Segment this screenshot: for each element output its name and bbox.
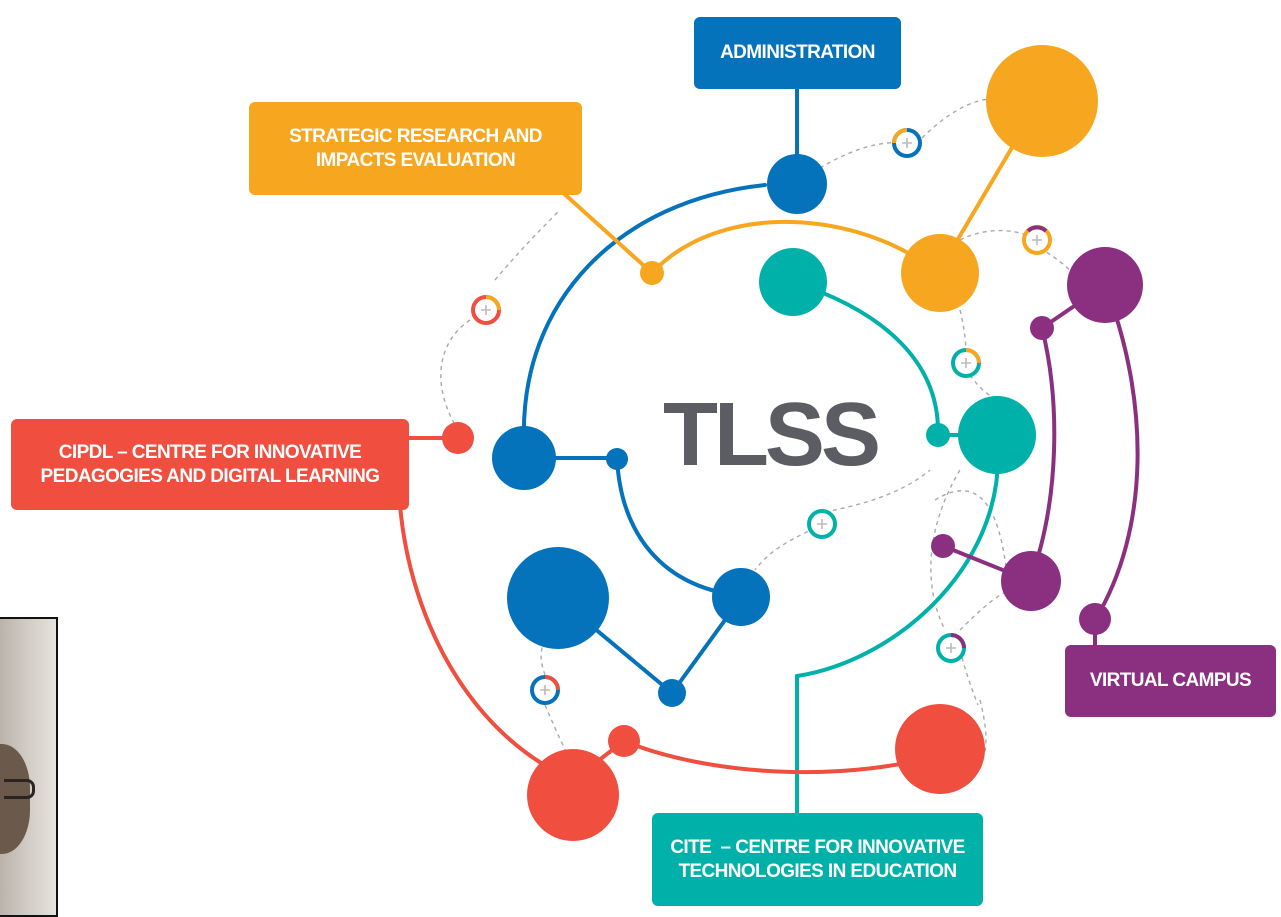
dashed-link [494,209,561,281]
solid-connectors [398,86,1140,817]
dashed-link [969,374,996,401]
dashed-link [754,527,816,571]
plus-connector-icon [936,633,966,663]
red-node [442,422,474,454]
red-link [622,739,942,775]
red-node [527,749,619,841]
label-administration-text: ADMINISTRATION [720,42,875,63]
dashed-link [930,469,961,631]
dashed-link [544,704,576,771]
dashed-link [959,591,1011,631]
blue-node [507,547,609,649]
label-virtual-campus: VIRTUAL CAMPUS [1065,645,1276,717]
blue-node [658,679,686,707]
plus-connector-icon [951,348,981,378]
label-cite: CITE – CENTRE FOR INNOVATIVE TECHNOLOGIE… [652,813,983,906]
red-node [608,725,640,757]
label-strategic-research: STRATEGIC RESEARCH AND IMPACTS EVALUATIO… [249,102,582,195]
blue-node [492,426,556,490]
plus-connector-icons [471,128,1052,705]
plus-connector-icon [892,128,922,158]
label-cipdl: CIPDL – CENTRE FOR INNOVATIVE PEDAGOGIES… [11,419,409,510]
orange-node [640,261,664,285]
webcam-photo-thumbnail [0,617,58,917]
purple-node [931,534,955,558]
blue-link [521,183,767,442]
purple-link [1093,283,1140,622]
label-virtual-campus-text: VIRTUAL CAMPUS [1089,670,1252,691]
teal-node [926,423,950,447]
purple-node [1067,247,1143,323]
dashed-link [934,490,1011,601]
dashed-link [959,649,979,706]
label-strategic-line-2: IMPACTS EVALUATION [315,149,516,171]
plus-connector-icon [807,509,837,539]
purple-link [1028,326,1057,583]
blue-node [606,448,628,470]
label-cite-line-1: CITE – CENTRE FOR INNOVATIVE [670,836,965,858]
label-administration: ADMINISTRATION [694,17,901,89]
network-nodes [442,45,1143,841]
blue-node [767,154,827,214]
dashed-link [824,469,931,513]
dashed-link [969,699,987,781]
orange-link [558,188,654,275]
teal-link [795,435,1001,678]
dashed-link [440,319,471,426]
red-link [398,503,575,782]
label-strategic-line-1: STRATEGIC RESEARCH AND [289,125,542,147]
purple-node [1030,316,1054,340]
teal-node [958,396,1036,474]
plus-connector-icon [471,295,501,325]
person-head [0,744,30,854]
label-cite-line-2: TECHNOLOGIES IN EDUCATION [678,860,957,882]
purple-node [1001,551,1061,611]
orange-link [650,219,940,275]
red-node [895,704,985,794]
orange-node [901,234,979,312]
label-cipdl-line-1: CIPDL – CENTRE FOR INNOVATIVE [58,441,362,463]
plus-connector-icon [530,675,560,705]
blue-node [712,568,770,626]
orange-node [986,45,1098,157]
glasses-icon [4,779,35,799]
purple-node [1079,603,1111,635]
center-title: TLSS [662,385,881,485]
plus-connector-icon [1022,225,1052,255]
teal-node [759,248,827,316]
label-cipdl-line-2: PEDAGOGIES AND DIGITAL LEARNING [40,465,381,487]
blue-link [615,456,743,598]
